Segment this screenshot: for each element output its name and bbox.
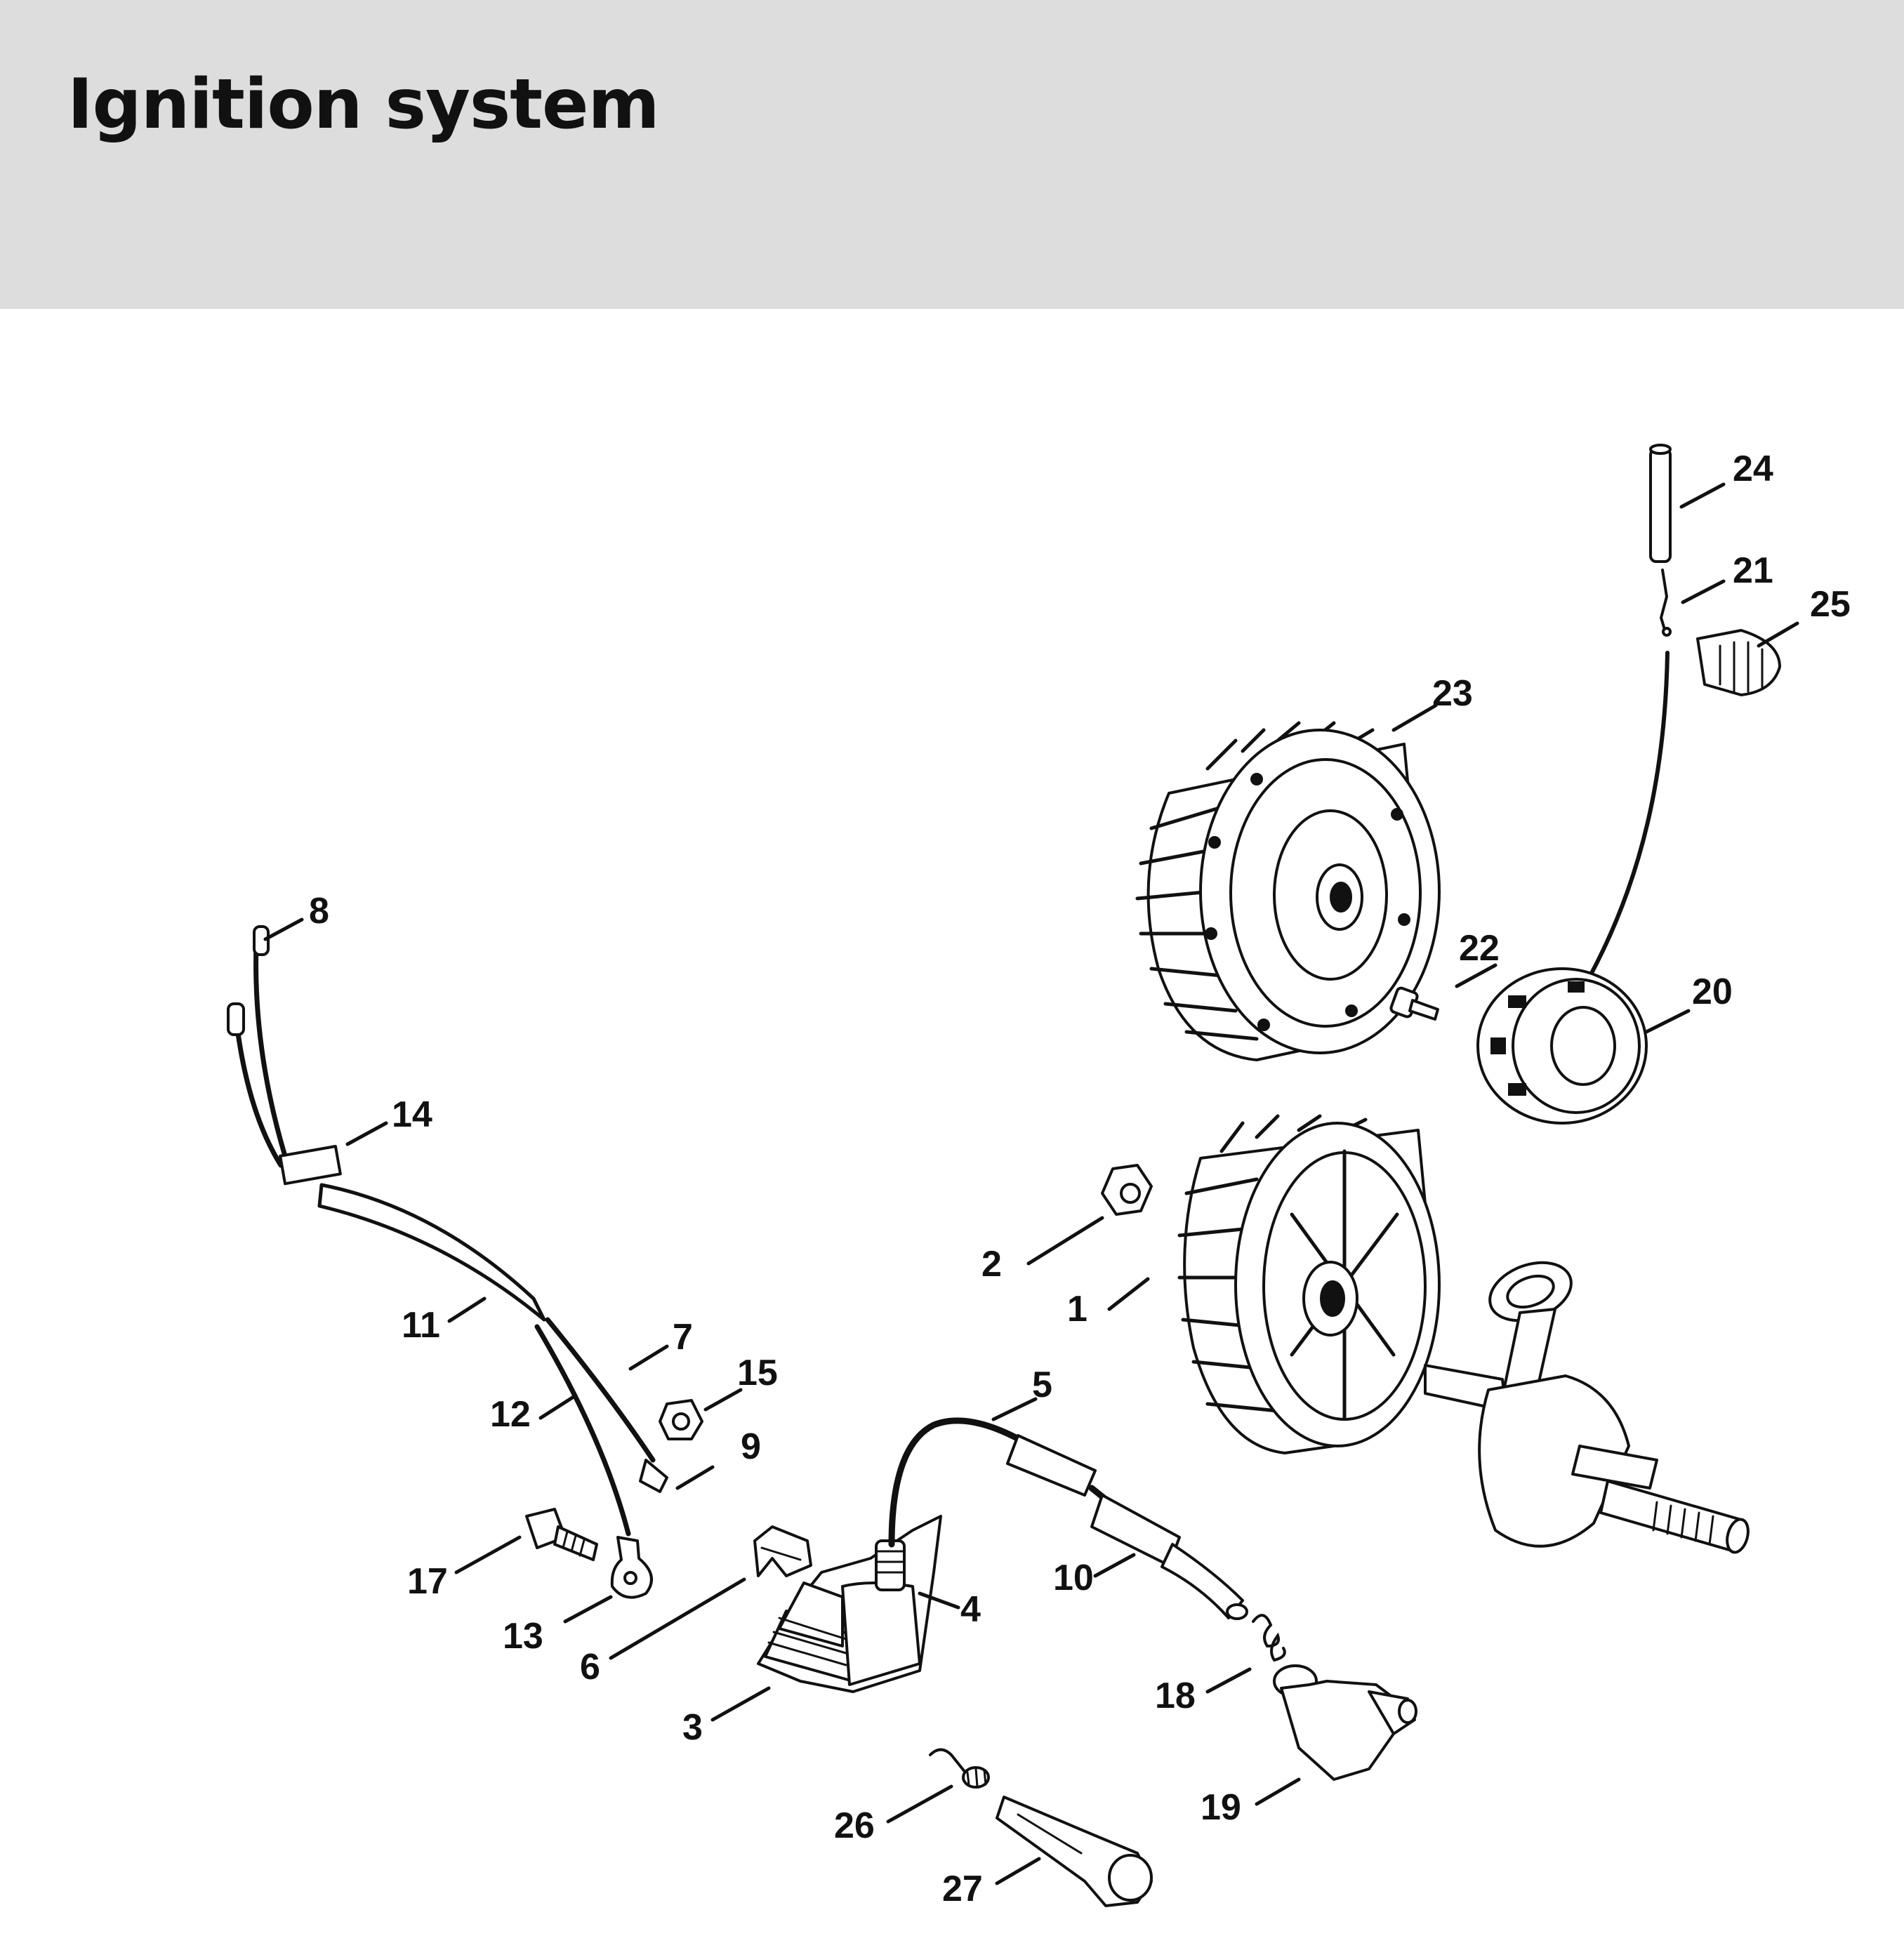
part-22-screw <box>1389 986 1439 1021</box>
page-title: Ignition system <box>67 65 660 145</box>
crankshaft <box>1424 1261 1750 1554</box>
label-8: 8 <box>309 891 329 931</box>
header-band: Ignition system <box>0 0 1904 309</box>
part-27-boot <box>996 1796 1153 1907</box>
label-6: 6 <box>580 1647 600 1687</box>
part-18-spring <box>1252 1614 1286 1662</box>
part-5-ignition-lead <box>888 1417 1248 1620</box>
leader-lines <box>263 482 1799 1885</box>
part-1-flywheel <box>1177 1114 1441 1454</box>
part-6-bracket <box>753 1525 812 1577</box>
label-7: 7 <box>673 1317 693 1358</box>
label-15: 15 <box>737 1353 778 1393</box>
part-24-pin <box>1649 444 1672 563</box>
label-26: 26 <box>834 1805 875 1846</box>
callout-labels: 24 21 25 23 22 20 8 14 2 1 11 7 15 12 5 … <box>309 449 1851 1909</box>
part-15-nut <box>659 1399 703 1440</box>
label-19: 19 <box>1201 1787 1241 1828</box>
part-19-spark-boot <box>1273 1664 1417 1781</box>
label-27: 27 <box>942 1869 983 1909</box>
part-26-spring <box>929 1748 990 1789</box>
cable-harness <box>227 925 668 1599</box>
label-23: 23 <box>1432 673 1473 714</box>
label-14: 14 <box>392 1094 432 1135</box>
label-21: 21 <box>1733 550 1773 591</box>
part-2-nut <box>1101 1164 1153 1216</box>
label-10: 10 <box>1053 1558 1094 1598</box>
label-11: 11 <box>402 1305 440 1346</box>
label-24: 24 <box>1733 449 1773 489</box>
label-22: 22 <box>1459 928 1500 969</box>
label-2: 2 <box>981 1244 1002 1285</box>
part-21-clip <box>1660 569 1672 637</box>
kill-cable <box>1588 651 1670 978</box>
part-23-flywheel <box>1135 721 1441 1061</box>
label-5: 5 <box>1032 1365 1052 1405</box>
label-9: 9 <box>741 1426 761 1467</box>
label-4: 4 <box>960 1589 981 1630</box>
label-13: 13 <box>503 1616 543 1657</box>
label-3: 3 <box>682 1707 703 1748</box>
part-3-ignition-module <box>757 1515 942 1693</box>
label-1: 1 <box>1067 1289 1087 1329</box>
label-17: 17 <box>407 1561 448 1602</box>
label-18: 18 <box>1155 1676 1196 1716</box>
part-17-screw <box>525 1508 598 1561</box>
label-12: 12 <box>490 1394 531 1435</box>
part-20-ring <box>1476 967 1648 1125</box>
label-20: 20 <box>1692 972 1733 1012</box>
label-25: 25 <box>1810 584 1851 625</box>
